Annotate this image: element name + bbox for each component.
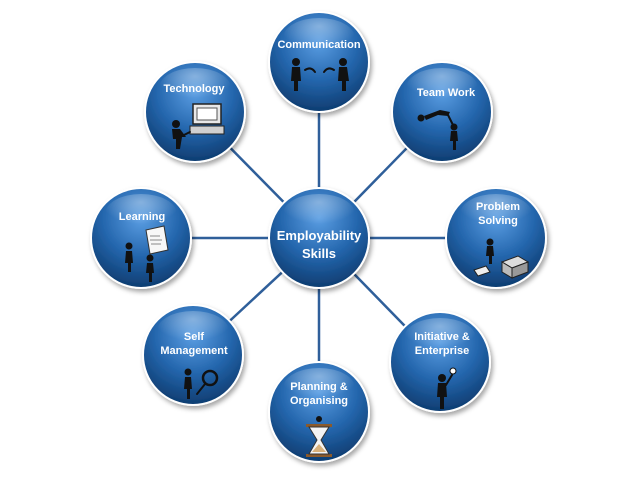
center-title-line1: Employability (277, 228, 362, 243)
team-climbers-icon (417, 110, 458, 150)
node-technology: Technology (144, 61, 246, 163)
node-problem-solving: Problem Solving (445, 187, 547, 289)
hourglass-icon (306, 416, 332, 457)
center-node: Employability Skills (268, 187, 370, 289)
two-people-talking-icon (291, 58, 349, 91)
idea-person-icon (437, 367, 457, 409)
node-communication: Communication (268, 11, 370, 113)
node-self-management-label-1: Self (184, 331, 205, 343)
node-learning-label: Learning (119, 211, 165, 223)
person-at-computer-icon (172, 103, 225, 149)
node-initiative-label-2: Enterprise (415, 345, 469, 357)
node-technology-label: Technology (164, 83, 226, 95)
node-planning-label-2: Organising (290, 395, 348, 407)
center-title-line2: Skills (302, 246, 336, 261)
node-communication-label: Communication (277, 39, 360, 51)
node-problem-solving-label-1: Problem (476, 201, 520, 213)
node-self-management-label-2: Management (160, 345, 228, 357)
node-team-work-label: Team Work (417, 87, 476, 99)
magnifier-person-icon (184, 368, 219, 399)
node-self-management: Self Management (142, 304, 244, 406)
node-initiative-label-1: Initiative & (414, 331, 470, 343)
node-team-work: Team Work (391, 61, 493, 163)
node-problem-solving-label-2: Solving (478, 215, 518, 227)
node-learning: Learning (90, 187, 192, 289)
node-planning-organising: Planning & Organising (268, 361, 370, 463)
node-initiative-enterprise: Initiative & Enterprise (389, 311, 491, 413)
people-reading-board-icon (125, 225, 169, 282)
node-planning-label-1: Planning & (290, 381, 348, 393)
problem-solving-machine-icon (473, 238, 530, 279)
